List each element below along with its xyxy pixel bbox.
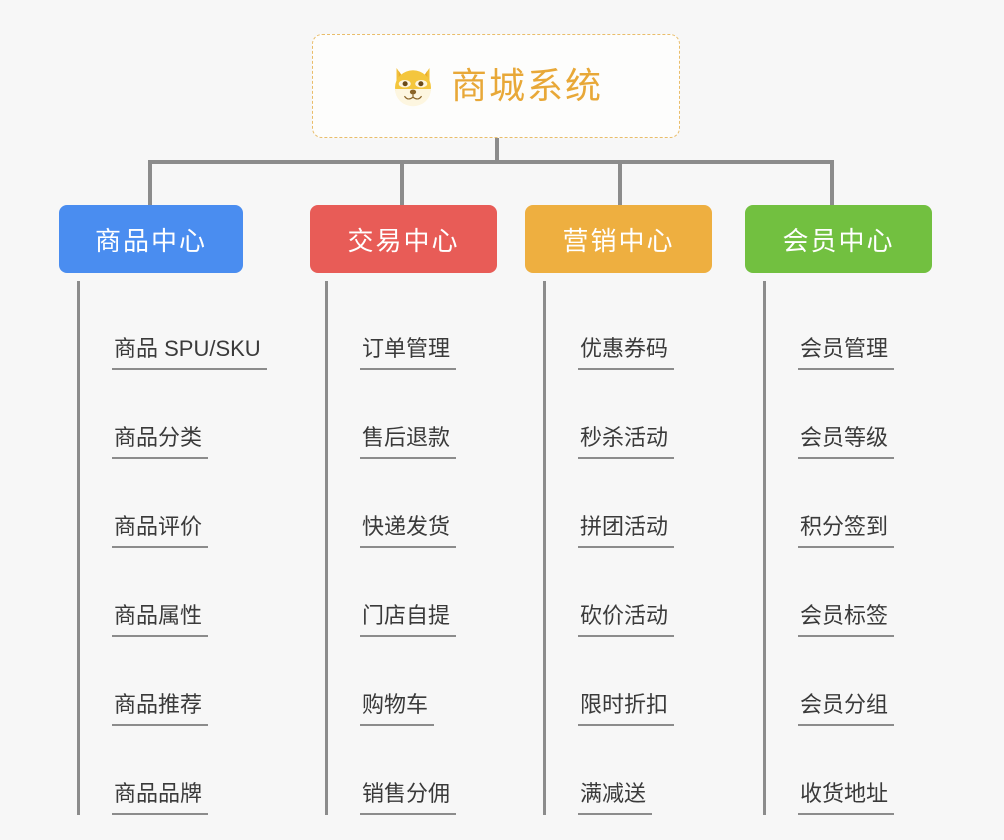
leaf-item-label: 砍价活动 (578, 603, 675, 637)
leaf-item-label: 拼团活动 (578, 514, 675, 548)
leaf-item[interactable]: 快递发货 (328, 459, 457, 548)
leaf-item-label: 商品属性 (112, 603, 209, 637)
leaf-item[interactable]: 商品属性 (80, 548, 267, 637)
leaf-item-label: 积分签到 (798, 514, 895, 548)
shiba-dog-icon (389, 62, 437, 110)
leaf-item-label: 会员管理 (798, 336, 895, 370)
leaf-item-label: 快递发货 (360, 514, 457, 548)
leaf-item[interactable]: 会员标签 (766, 548, 895, 637)
drop-connector-4 (830, 160, 834, 208)
drop-connector-3 (618, 160, 622, 208)
leaf-item-label: 售后退款 (360, 425, 457, 459)
leaf-item[interactable]: 限时折扣 (546, 637, 675, 726)
leaf-item-label: 商品分类 (112, 425, 209, 459)
leaf-item[interactable]: 订单管理 (328, 281, 457, 370)
leaf-column-trade-center: 订单管理售后退款快递发货门店自提购物车销售分佣 (325, 281, 457, 815)
leaf-column-marketing-center: 优惠券码秒杀活动拼团活动砍价活动限时折扣满减送 (543, 281, 675, 815)
leaf-item[interactable]: 积分签到 (766, 459, 895, 548)
category-label: 商品中心 (94, 225, 207, 256)
drop-connector-2 (400, 160, 404, 208)
horizontal-bus-connector (148, 160, 834, 164)
leaf-item-label: 购物车 (360, 692, 435, 726)
leaf-item[interactable]: 会员等级 (766, 370, 895, 459)
leaf-item-label: 秒杀活动 (578, 425, 675, 459)
leaf-item-label: 门店自提 (360, 603, 457, 637)
root-trunk-connector (495, 138, 499, 164)
leaf-item[interactable]: 商品评价 (80, 459, 267, 548)
leaf-column-product-center: 商品 SPU/SKU 商品分类商品评价商品属性商品推荐商品品牌 (77, 281, 267, 815)
leaf-item-label: 会员分组 (798, 692, 895, 726)
leaf-item[interactable]: 会员管理 (766, 281, 895, 370)
leaf-item-label: 限时折扣 (578, 692, 675, 726)
leaf-item[interactable]: 门店自提 (328, 548, 457, 637)
leaf-item[interactable]: 商品分类 (80, 370, 267, 459)
leaf-column-member-center: 会员管理会员等级积分签到会员标签会员分组收货地址 (763, 281, 895, 815)
leaf-item-label: 商品品牌 (112, 781, 209, 815)
root-title: 商城系统 (450, 65, 603, 106)
leaf-item[interactable]: 商品 SPU/SKU (80, 281, 267, 370)
leaf-item-label: 会员等级 (798, 425, 895, 459)
category-box-trade-center[interactable]: 交易中心 (310, 205, 497, 273)
leaf-item[interactable]: 售后退款 (328, 370, 457, 459)
leaf-item-label: 满减送 (578, 781, 653, 815)
category-label: 营销中心 (562, 225, 675, 256)
leaf-item[interactable]: 销售分佣 (328, 726, 457, 815)
leaf-item[interactable]: 商品推荐 (80, 637, 267, 726)
category-box-marketing-center[interactable]: 营销中心 (525, 205, 712, 273)
leaf-item[interactable]: 会员分组 (766, 637, 895, 726)
category-label: 会员中心 (782, 225, 895, 256)
leaf-item-label: 商品推荐 (112, 692, 209, 726)
category-label: 交易中心 (347, 225, 460, 256)
leaf-item[interactable]: 满减送 (546, 726, 674, 815)
category-box-product-center[interactable]: 商品中心 (59, 205, 243, 273)
leaf-item-label: 商品 SPU/SKU (112, 336, 267, 370)
leaf-item-label: 会员标签 (798, 603, 895, 637)
leaf-item-label: 订单管理 (360, 336, 457, 370)
root-node[interactable]: 商城系统 (312, 34, 680, 138)
leaf-item-label: 收货地址 (798, 781, 895, 815)
leaf-item[interactable]: 收货地址 (766, 726, 895, 815)
leaf-item[interactable]: 优惠券码 (546, 281, 675, 370)
leaf-item-label: 优惠券码 (578, 336, 675, 370)
drop-connector-1 (148, 160, 152, 208)
leaf-item-label: 销售分佣 (360, 781, 457, 815)
leaf-item-label: 商品评价 (112, 514, 209, 548)
leaf-item[interactable]: 商品品牌 (80, 726, 267, 815)
leaf-item[interactable]: 购物车 (328, 637, 456, 726)
category-box-member-center[interactable]: 会员中心 (745, 205, 932, 273)
leaf-item[interactable]: 拼团活动 (546, 459, 675, 548)
leaf-item[interactable]: 秒杀活动 (546, 370, 675, 459)
leaf-item[interactable]: 砍价活动 (546, 548, 675, 637)
